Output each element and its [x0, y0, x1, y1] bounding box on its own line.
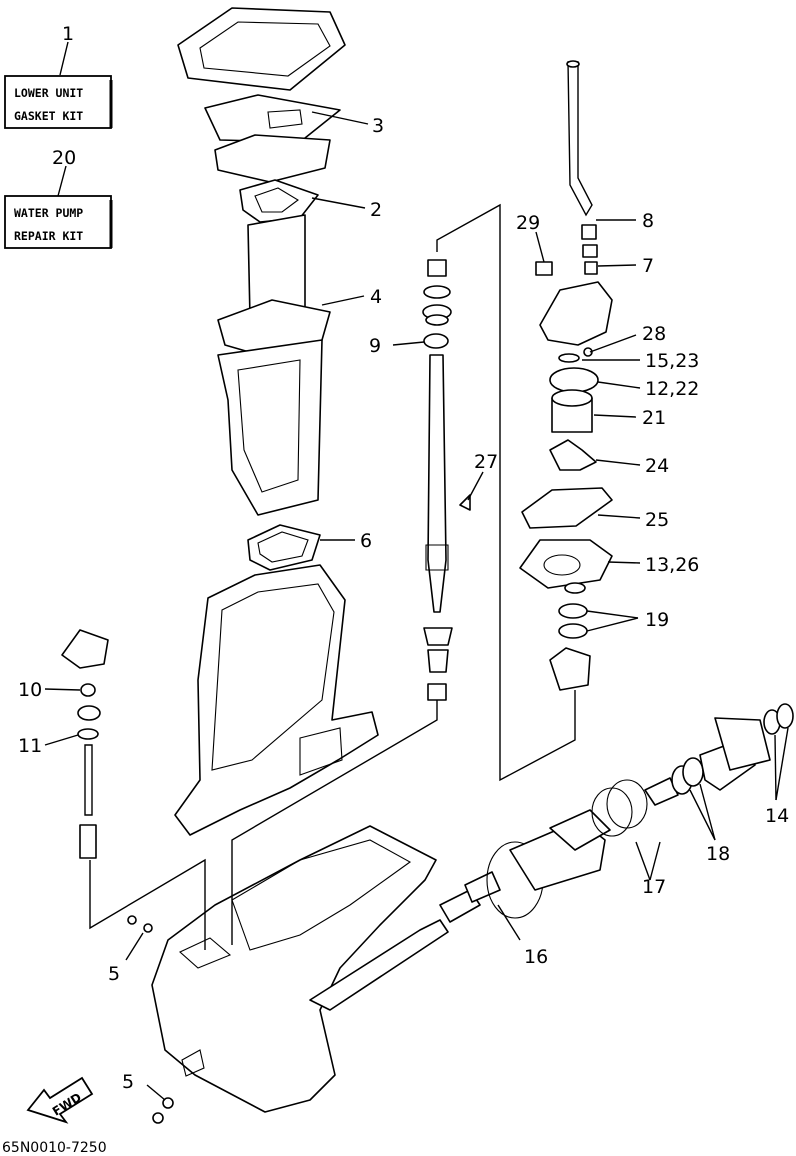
label-part-8: 8: [642, 210, 654, 232]
label-part-29: 29: [516, 212, 540, 234]
label-part-21: 21: [642, 407, 666, 429]
label-part-18: 18: [706, 843, 730, 865]
kit-box-water-pump-repair: 20 WATER PUMP REPAIR KIT: [4, 147, 113, 249]
propshaft-assembly: [309, 703, 794, 1011]
gasket-6: [247, 524, 321, 571]
label-part-11: 11: [18, 735, 42, 757]
kit-number: 20: [52, 147, 76, 169]
upper-casing-assembly: [177, 7, 346, 516]
label-part-5-upper: 5: [108, 963, 120, 985]
kit-box-lower-unit-gasket: 1 LOWER UNIT GASKET KIT: [4, 23, 113, 129]
label-part-13-26: 13,26: [645, 554, 699, 576]
leader-lines: [44, 111, 789, 1101]
water-pump-assembly: [519, 60, 613, 691]
label-part-3: 3: [372, 115, 384, 137]
label-part-12-22: 12,22: [645, 378, 699, 400]
label-part-5-lower: 5: [122, 1071, 134, 1093]
kit-line-1: WATER PUMP: [14, 206, 83, 220]
label-part-25: 25: [645, 509, 669, 531]
section-brackets: [89, 203, 576, 950]
label-part-19: 19: [645, 609, 669, 631]
label-part-10: 10: [18, 679, 42, 701]
kit-line-1: LOWER UNIT: [14, 86, 83, 100]
drawing-code: 65N0010-7250: [2, 1140, 107, 1156]
driveshaft-assembly: [422, 259, 471, 701]
label-part-15-23: 15,23: [645, 350, 699, 372]
forward-arrow-icon: FWD: [26, 1076, 94, 1124]
label-part-2: 2: [370, 199, 382, 221]
label-part-24: 24: [645, 455, 669, 477]
label-part-6: 6: [360, 530, 372, 552]
label-part-27: 27: [474, 451, 498, 473]
part-labels: 3 2 4 6 29 8 7 9 28 15,23 12,22 21 27 24…: [18, 115, 789, 1093]
label-part-4: 4: [370, 286, 382, 308]
label-part-7: 7: [642, 255, 654, 277]
kit-line-2: REPAIR KIT: [14, 229, 83, 243]
kit-line-2: GASKET KIT: [14, 109, 83, 123]
label-part-17: 17: [642, 876, 666, 898]
kit-number: 1: [62, 23, 74, 45]
label-part-16: 16: [524, 946, 548, 968]
label-part-14: 14: [765, 805, 789, 827]
lower-casing: [174, 564, 379, 836]
label-part-28: 28: [642, 323, 666, 345]
label-part-9: 9: [369, 335, 381, 357]
shift-rod-assembly: [61, 629, 174, 1124]
